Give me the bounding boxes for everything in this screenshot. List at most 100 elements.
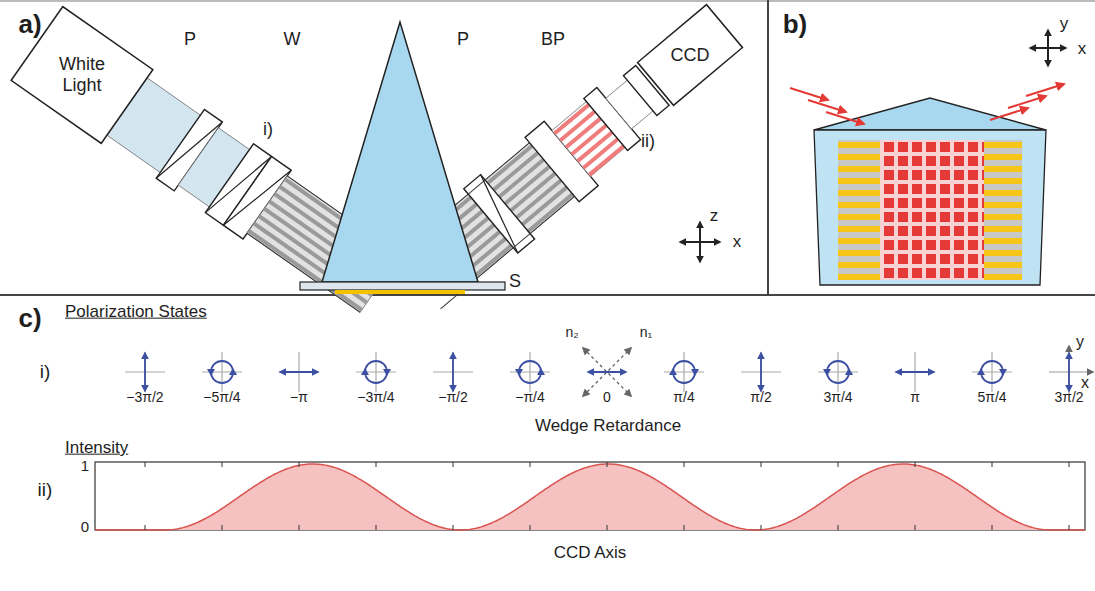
figure-label: 1 [81,458,89,475]
figure-label: Wedge Retardance [535,417,681,436]
rotation-arrowhead [515,369,523,376]
tick [684,462,685,467]
tick [453,525,454,530]
light-source-box: White Light [27,30,137,120]
tick [838,462,839,467]
intensity-curve [95,464,1085,530]
linear-polarization [452,353,454,391]
tick [1069,462,1070,467]
crosshair [991,352,992,392]
tick [222,462,223,467]
rotation-arrowhead [691,369,699,376]
panel-letter: c) [18,304,41,333]
figure-label: x [1081,374,1089,392]
camera-box: CCD [645,27,735,83]
box-border [638,5,743,106]
tick [684,525,685,530]
axis-arrow [1047,30,1049,66]
sample [300,282,505,290]
tick-label: −3π/2 [126,390,163,405]
figure-label: P [184,30,196,50]
tick [761,525,762,530]
plot-frame [95,462,1085,530]
tick-label: −π/4 [515,390,545,405]
rotation-arrowhead [823,369,831,376]
tick-label: π [910,390,920,405]
frame-line [0,0,1095,2]
metal-film [335,290,465,294]
incident-arrow [808,100,846,112]
tick-label: −3π/4 [357,390,394,405]
figure-label: BP [541,30,565,50]
polarization-state [510,352,550,392]
tick [376,525,377,530]
tick-label: 5π/4 [977,390,1006,405]
rotation-arrowhead [229,368,237,375]
circular-polarization [827,361,849,383]
tick-label: 0 [603,390,611,405]
circular-polarization [981,361,1003,383]
figure-label: i) [263,120,273,140]
tick-label: −5π/4 [203,390,240,405]
polarization-state [125,352,165,392]
circular-polarization [211,361,233,383]
crosshair [760,352,761,392]
tick [145,525,146,530]
polarization-state [202,352,242,392]
tick-label: −π/2 [438,390,468,405]
index-axis [583,348,631,396]
figure-label: ii) [38,480,53,501]
rotation-arrowhead [361,368,369,375]
tick-label: π/4 [673,390,694,405]
rotation-arrowhead [999,369,1007,376]
polarization-state [433,352,473,392]
figure-label: i) [40,362,51,383]
tick-label: −π [290,390,308,405]
panel-divider [0,294,1095,296]
reflected-arrow [1008,96,1046,108]
tick [145,462,146,467]
tick [530,525,531,530]
figure-label: y [1060,15,1069,34]
reflected-arrow [990,108,1028,120]
beam-stripe [588,144,625,176]
crosshair [221,352,222,392]
figure-label: ii) [641,132,655,152]
incident-arrow [790,88,828,100]
tick-label: 3π/4 [823,390,852,405]
figure-label: Polarization States [65,303,207,322]
tick [453,462,454,467]
figure-label: n₂ [565,325,578,340]
polarization-state [972,352,1012,392]
prism-body [814,130,1046,285]
incident-arrow [826,112,864,124]
figure-label: 0 [81,519,89,536]
rotation-arrowhead [669,368,677,375]
crosshair [279,371,319,372]
polarization-state [664,352,704,392]
circular-polarization [519,361,541,383]
figure-label: x [1078,40,1087,59]
panel-letter: a) [18,10,41,39]
polarization-state [279,352,319,392]
box-label: CCD [671,45,710,66]
panel-letter: b) [783,10,808,39]
polarizer [464,175,535,253]
axis-arrow [1068,346,1069,394]
box-text-group: CCD [671,45,710,66]
linear-polarization [896,371,934,373]
linear-polarization [1068,353,1070,391]
crosshair [837,352,838,392]
figure-label: z [710,207,719,226]
figure-label: y [1076,333,1084,351]
linear-polarization [144,353,146,391]
polarization-state [1049,346,1093,394]
box-label: White Light [46,54,118,95]
polarization-state [741,352,781,392]
linear-polarization [280,371,318,373]
circular-polarization [365,361,387,383]
tick [607,462,608,467]
crosshair [683,352,684,392]
tick [376,462,377,467]
